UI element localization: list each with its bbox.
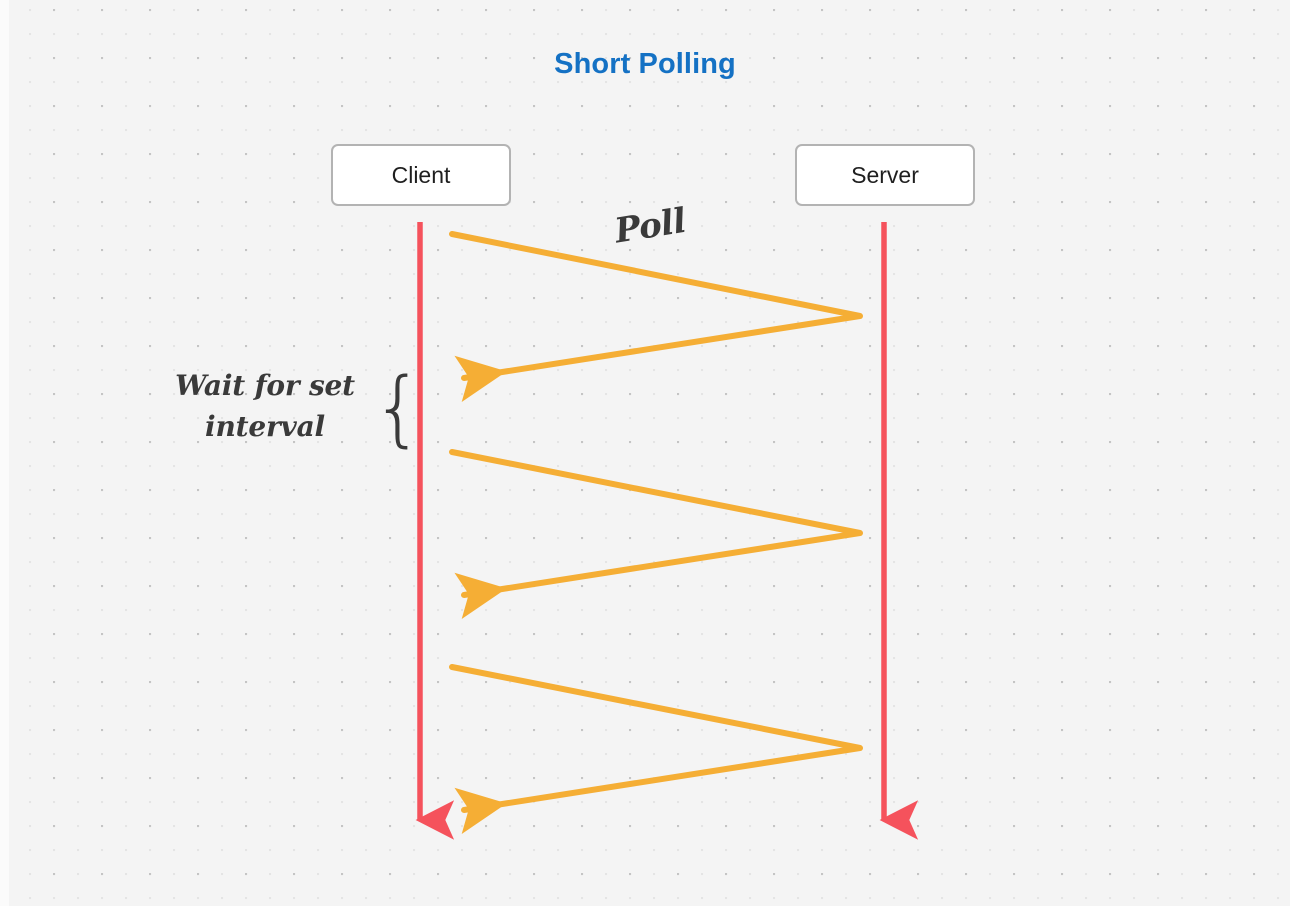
message-arrow-poll-2[interactable] [449,449,863,620]
participant-box-client[interactable]: Client [331,144,511,206]
annotation-wait-interval: Wait for set interval [160,365,370,448]
annotation-wait-interval-line2: interval [205,410,325,444]
participant-label-client: Client [391,161,451,188]
participant-box-server[interactable]: Server [795,144,975,206]
curly-brace-icon: { [372,361,425,456]
message-arrow-poll-1[interactable] [449,231,863,403]
annotation-wait-interval-line1: Wait for set [175,369,355,402]
message-arrow-poll-3[interactable] [449,664,863,835]
left-edge-strip [0,0,9,906]
page-title: Short Polling [554,48,736,80]
participant-label-server: Server [851,161,919,188]
